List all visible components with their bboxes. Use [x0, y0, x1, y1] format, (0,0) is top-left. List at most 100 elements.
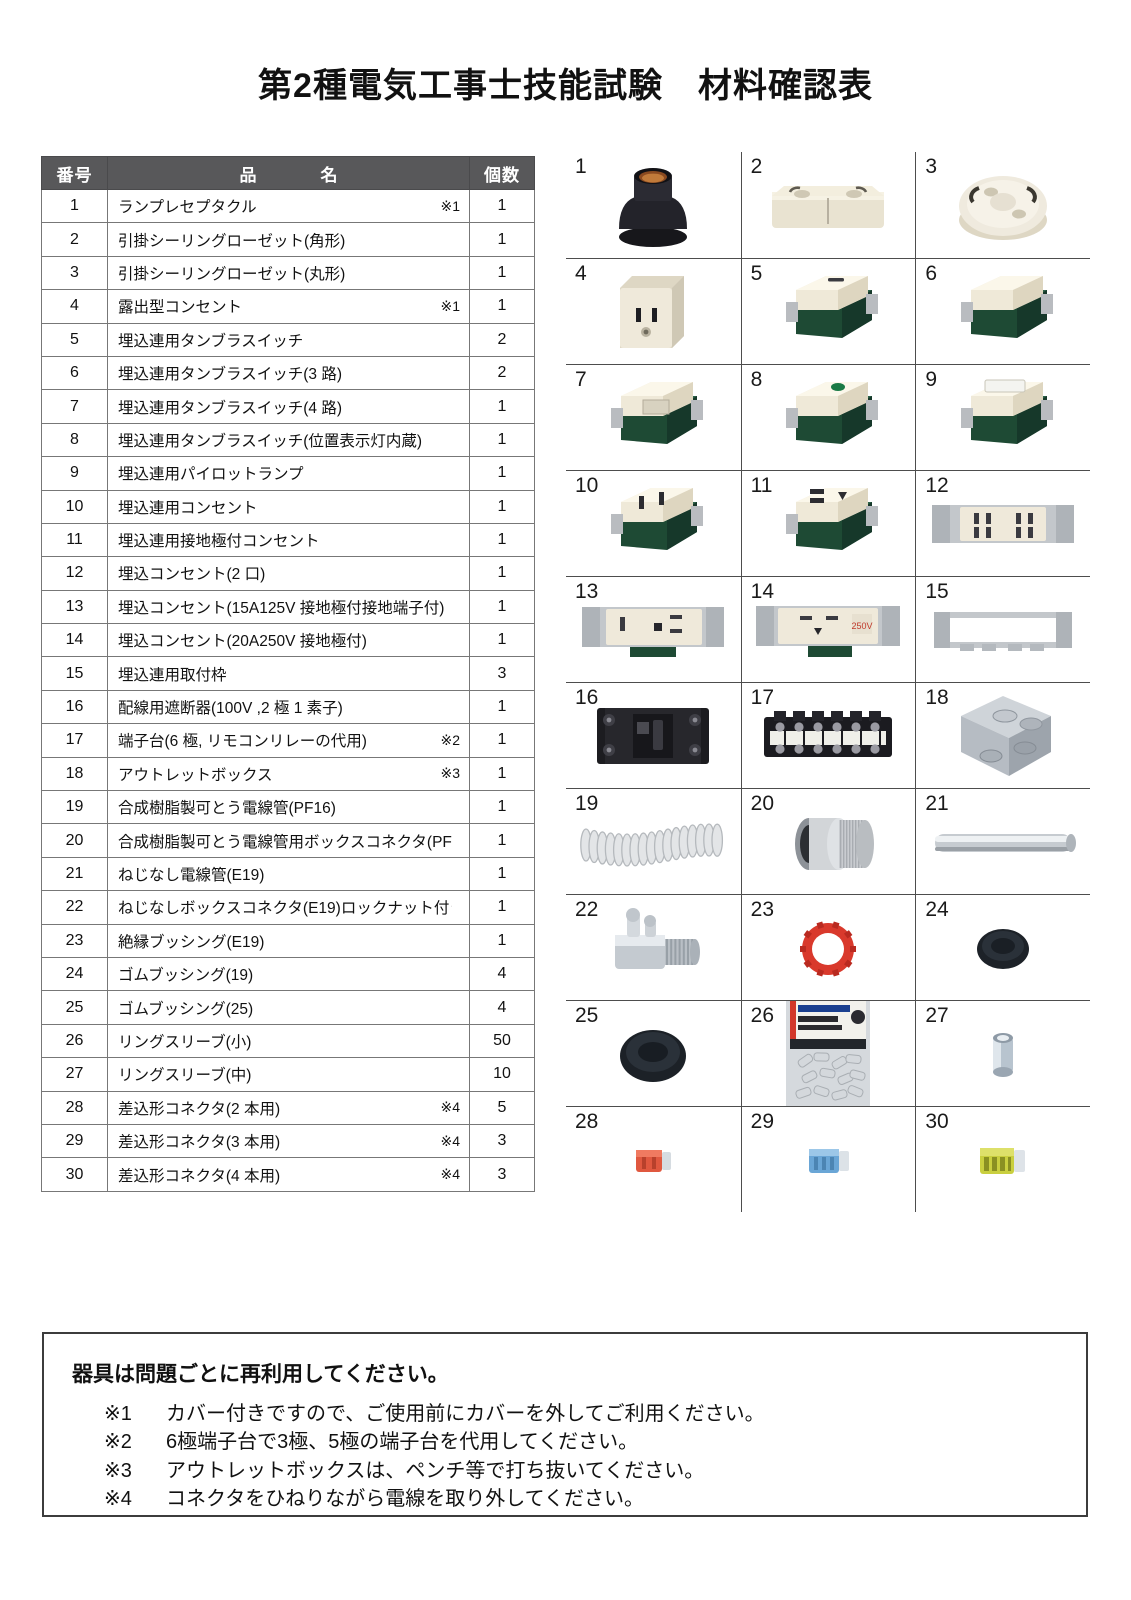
- cell-item-name: ねじなしボックスコネクタ(E19)ロックナット付き: [107, 890, 470, 925]
- cell-item-number: 1: [41, 188, 108, 224]
- item-name-text: 埋込コンセント(20A250V 接地極付): [118, 633, 367, 651]
- photo-cell-number: 22: [575, 898, 599, 921]
- item-name-text: リングスリーブ(小): [118, 1033, 252, 1051]
- cell-item-quantity: 1: [469, 856, 535, 892]
- cell-item-number: 26: [41, 1023, 108, 1059]
- photo-cell-number: 1: [575, 155, 587, 178]
- photo-cell-number: 20: [750, 792, 775, 815]
- item-name-text: ねじなしボックスコネクタ(E19)ロックナット付き: [118, 900, 452, 918]
- insulating-bushing-photo: [742, 895, 916, 1000]
- photo-cell-18: 18: [915, 682, 1090, 788]
- threadless-conduit-photo: [916, 789, 1090, 894]
- cell-item-quantity: 1: [469, 589, 535, 625]
- item-name-text: ランプレセプタクル: [118, 199, 257, 217]
- cell-item-name: 差込形コネクタ(2 本用)※4: [107, 1090, 470, 1125]
- photo-cell-number: 10: [575, 474, 599, 497]
- photo-cell-15: 15: [915, 576, 1090, 682]
- photo-cell-number: 27: [925, 1004, 949, 1027]
- cell-item-number: 21: [41, 856, 108, 892]
- cell-item-name: 埋込連用タンブラスイッチ(4 路): [107, 389, 470, 424]
- cell-item-quantity: 1: [469, 790, 535, 825]
- item-name-text: ねじなし電線管(E19): [118, 867, 265, 884]
- cell-item-name: アウトレットボックス※3: [107, 756, 470, 792]
- note-text: カバー付きですので、ご使用前にカバーを外してご利用ください。: [166, 1403, 765, 1425]
- cell-item-number: 18: [41, 756, 108, 792]
- lamp-receptacle-photo: [566, 152, 741, 258]
- cell-item-quantity: 1: [469, 188, 535, 224]
- photo-cell-number: 19: [575, 792, 599, 815]
- mounting-frame-photo: [916, 577, 1090, 682]
- item-footnote-mark: ※4: [440, 1099, 460, 1116]
- table-header-row: 番号 品 名 個数: [41, 156, 535, 190]
- photo-cell-number: 25: [575, 1004, 599, 1027]
- photo-cell-6: 6: [915, 258, 1090, 364]
- cell-item-quantity: 1: [469, 289, 535, 324]
- cell-item-number: 7: [41, 389, 108, 424]
- item-name-text: リングスリーブ(中): [118, 1067, 252, 1085]
- duplex-outlet-frame-photo: [916, 471, 1090, 576]
- photo-cell-27: 27: [915, 1000, 1090, 1106]
- photo-cell-number: 9: [925, 368, 938, 391]
- photo-cell-19: 19: [566, 788, 741, 894]
- cell-item-quantity: 1: [469, 890, 535, 925]
- photo-cell-1: 1: [566, 152, 741, 258]
- outlet-box-photo: [916, 683, 1090, 788]
- pilot-lamp-photo: [916, 365, 1090, 470]
- column-header-qty: 個数: [469, 156, 535, 190]
- cell-item-quantity: 50: [469, 1023, 535, 1059]
- cell-item-name: 埋込連用接地極付コンセント: [107, 522, 470, 558]
- note-text: コネクタをひねりながら電線を取り外してください。: [166, 1488, 644, 1511]
- note-mark: ※4: [104, 1488, 132, 1511]
- cell-item-quantity: 1: [469, 823, 535, 858]
- cell-item-quantity: 1: [469, 255, 535, 291]
- cell-item-name: 埋込コンセント(15A125V 接地極付接地端子付): [107, 589, 470, 625]
- photo-cell-23: 23: [740, 894, 916, 1000]
- item-footnote-mark: ※2: [440, 731, 460, 748]
- item-footnote-mark: ※4: [440, 1166, 460, 1183]
- ceiling-rosette-square-photo: [742, 152, 916, 258]
- notes-heading: 器具は問題ごとに再利用してください。: [72, 1363, 449, 1386]
- cell-item-name: 埋込連用コンセント: [107, 489, 470, 524]
- cell-item-name: 合成樹脂製可とう電線管用ボックスコネクタ(PF16): [107, 823, 470, 858]
- cell-item-name: 合成樹脂製可とう電線管(PF16): [107, 790, 470, 825]
- cell-item-quantity: 1: [469, 556, 535, 591]
- note-text: 6極端子台で3極、5極の端子台を代用してください。: [166, 1431, 639, 1454]
- photo-cell-number: 6: [925, 262, 938, 285]
- ceiling-rosette-round-photo: [916, 152, 1090, 258]
- photo-cell-2: 2: [740, 152, 916, 258]
- ring-sleeve-medium-photo: [916, 1001, 1090, 1106]
- cell-item-name: 埋込連用パイロットランプ: [107, 456, 470, 491]
- item-name-text: ゴムブッシング(25): [118, 1000, 254, 1018]
- photo-cell-3: 3: [915, 152, 1090, 258]
- item-name-text: 埋込コンセント(2 口): [118, 566, 266, 584]
- photo-cell-20: 20: [740, 788, 916, 894]
- cell-item-number: 3: [41, 255, 108, 291]
- photo-cell-number: 28: [575, 1110, 599, 1133]
- cell-item-quantity: 1: [469, 522, 535, 558]
- cell-item-quantity: 2: [469, 322, 535, 357]
- photo-cell-number: 30: [925, 1110, 949, 1133]
- pf-box-connector-photo: [742, 789, 916, 894]
- photo-cell-10: 10: [566, 470, 741, 576]
- photo-cell-16: 16: [566, 682, 741, 788]
- photo-cell-17: 17: [740, 682, 916, 788]
- photo-cell-13: 13: [566, 576, 741, 682]
- note-mark: ※3: [104, 1459, 132, 1482]
- cell-item-name: 配線用遮断器(100V ,2 極 1 素子): [107, 689, 470, 725]
- photo-cell-number: 4: [575, 262, 587, 285]
